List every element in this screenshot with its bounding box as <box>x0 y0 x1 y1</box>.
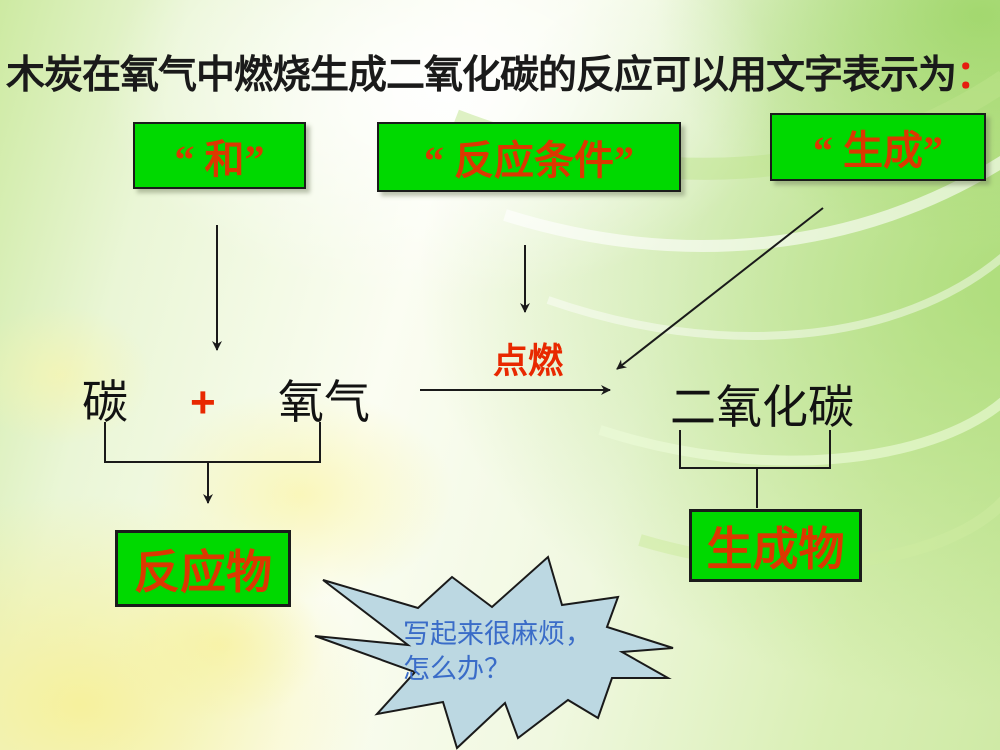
label-box-and-text: “ 和” <box>174 136 265 182</box>
arrow-diagonal-from-produce-box <box>616 207 824 370</box>
reactants-box: 反应物 <box>115 530 291 607</box>
label-box-and: “ 和” <box>133 122 306 189</box>
label-box-produce-text: “ 生成” <box>813 128 943 173</box>
reactant-oxygen: 氧气 <box>278 377 370 428</box>
label-box-reaction-condition-text: “ 反应条件” <box>424 138 634 183</box>
callout-text: 写起来很麻烦， 怎么办？ <box>403 617 592 687</box>
callout-starburst-shape <box>314 555 674 750</box>
condition-label-ignite: 点燃 <box>493 342 564 381</box>
label-box-produce: “ 生成” <box>770 113 986 181</box>
product-carbon-dioxide: 二氧化碳 <box>670 382 854 433</box>
callout-text-line1: 写起来很麻烦， <box>403 619 592 649</box>
products-box-text: 生成物 <box>706 523 845 575</box>
slide-title: 木炭在氧气中燃烧生成二氧化碳的反应可以用文字表示为： <box>6 44 995 100</box>
label-box-reaction-condition: “ 反应条件” <box>377 122 681 192</box>
slide-title-colon: ： <box>956 54 995 97</box>
reactant-carbon: 碳 <box>82 377 128 428</box>
reactants-box-text: 反应物 <box>134 546 272 598</box>
plus-sign: + <box>190 378 216 427</box>
callout-text-line2: 怎么办？ <box>403 654 511 684</box>
bracket-under-products <box>679 430 831 469</box>
bracket-under-reactants <box>104 422 321 463</box>
slide-title-text: 木炭在氧气中燃烧生成二氧化碳的反应可以用文字表示为 <box>6 54 957 97</box>
products-box: 生成物 <box>689 509 862 582</box>
